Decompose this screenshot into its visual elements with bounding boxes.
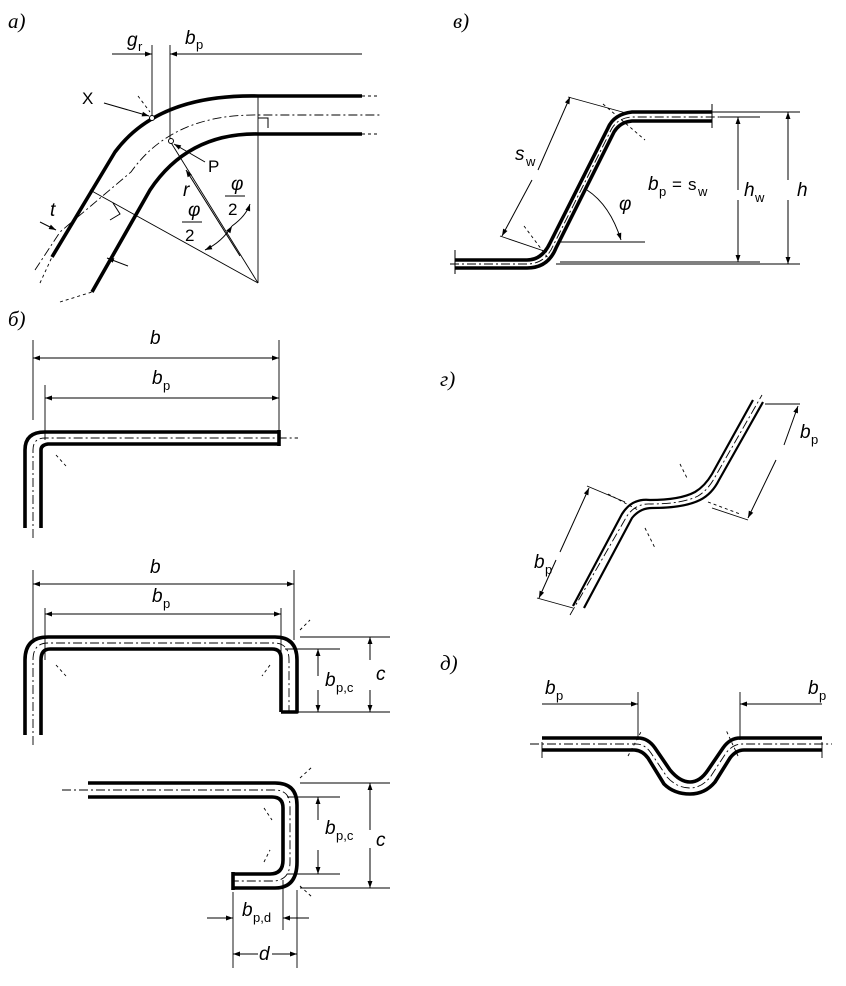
panel-a-p: P bbox=[208, 157, 219, 176]
panel-b-c2: c bbox=[376, 830, 386, 851]
svg-text:φ: φ bbox=[188, 200, 200, 221]
panel-b-b1: b bbox=[150, 328, 161, 349]
panel-g-label: г) bbox=[440, 367, 455, 391]
panel-b-profile-1: b b p bbox=[23, 328, 298, 538]
panel-a-t: t bbox=[50, 200, 56, 221]
panel-a-x: X bbox=[82, 89, 93, 108]
panel-b-profile-3: b p,c c b p,d d bbox=[62, 766, 390, 968]
panel-a-phi-half-1: φ 2 bbox=[182, 200, 202, 245]
panel-b-c1: c bbox=[376, 664, 386, 685]
panel-g: г) b p b p bbox=[440, 367, 818, 616]
svg-text:s: s bbox=[688, 175, 697, 194]
svg-text:p: p bbox=[545, 562, 552, 577]
svg-text:p: p bbox=[196, 37, 203, 52]
svg-text:2: 2 bbox=[228, 200, 237, 219]
svg-text:p,c: p,c bbox=[336, 680, 354, 695]
svg-text:p: p bbox=[163, 596, 170, 611]
svg-text:w: w bbox=[697, 184, 708, 199]
panel-b-bp2: b bbox=[152, 586, 163, 607]
svg-text:p: p bbox=[811, 432, 818, 447]
svg-text:p,c: p,c bbox=[336, 828, 354, 843]
panel-b-bpc1: b bbox=[325, 670, 336, 691]
svg-text:φ: φ bbox=[231, 174, 243, 195]
panel-a-g: g bbox=[127, 30, 138, 51]
panel-v-outer-wall bbox=[455, 110, 712, 262]
panel-a-inner-wall bbox=[90, 132, 362, 293]
panel-b-bp1: b bbox=[152, 368, 163, 389]
svg-text:p,d: p,d bbox=[253, 910, 271, 925]
panel-a-phi-half-2: φ 2 bbox=[225, 174, 245, 219]
svg-text:r: r bbox=[138, 39, 143, 54]
panel-a-r: r bbox=[183, 180, 190, 201]
panel-v-phi: φ bbox=[619, 194, 631, 215]
panel-v-hw: h bbox=[744, 180, 755, 201]
panel-v-formula: b p = s w bbox=[648, 174, 708, 199]
svg-text:p: p bbox=[659, 184, 666, 199]
panel-b-label: б) bbox=[8, 307, 26, 331]
panel-v-h: h bbox=[797, 180, 808, 201]
svg-text:p: p bbox=[819, 688, 826, 703]
panel-b-b2: b bbox=[150, 557, 161, 578]
svg-text:=: = bbox=[672, 175, 682, 194]
svg-text:2: 2 bbox=[185, 226, 194, 245]
svg-text:p: p bbox=[556, 688, 563, 703]
svg-text:b: b bbox=[648, 174, 659, 195]
panel-a-bp: b bbox=[185, 28, 196, 49]
panel-b-bpd: b bbox=[242, 900, 253, 921]
panel-b-profile-2: b b p b p,c c bbox=[23, 557, 390, 745]
svg-text:p: p bbox=[163, 378, 170, 393]
panel-a-label: а) bbox=[8, 9, 26, 33]
panel-d: д) b p b p bbox=[440, 651, 832, 796]
panel-a-outer-wall bbox=[50, 94, 362, 258]
panel-d-bp1: b bbox=[545, 678, 556, 699]
panel-v-inner-wall bbox=[455, 119, 712, 270]
panel-v-s: s bbox=[515, 144, 525, 165]
panel-v: в) s w b p = s w φ bbox=[450, 9, 808, 274]
panel-b-d: d bbox=[259, 944, 271, 965]
panel-d-label: д) bbox=[440, 651, 458, 675]
panel-b-bpc2: b bbox=[325, 818, 336, 839]
svg-text:w: w bbox=[525, 154, 536, 169]
panel-d-bp2: b bbox=[808, 678, 819, 699]
panel-g-bp1: b bbox=[534, 552, 545, 573]
panel-a-centerline bbox=[34, 114, 382, 271]
panel-b: б) b b p b bbox=[8, 307, 390, 968]
panel-v-label: в) bbox=[453, 9, 469, 33]
svg-text:w: w bbox=[754, 190, 765, 205]
panel-g-bp2: b bbox=[800, 422, 811, 443]
panel-a: а) r φ 2 φ 2 bbox=[8, 9, 382, 303]
